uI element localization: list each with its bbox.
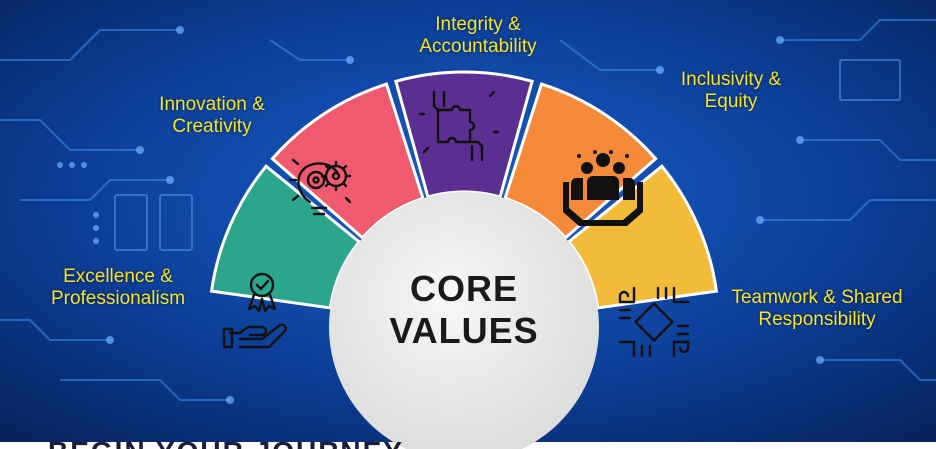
puzzle-hands-icon <box>418 90 500 162</box>
award-hand-icon <box>222 272 288 349</box>
title-line1: CORE <box>409 268 518 309</box>
core-values-title: CORE VALUES <box>360 268 568 352</box>
label-integrity: Integrity & Accountability <box>419 14 537 57</box>
label-innovation: Innovation & Creativity <box>159 94 265 137</box>
label-excellence: Excellence & Professionalism <box>50 266 186 309</box>
group-hands-icon <box>563 150 643 226</box>
label-teamwork: Teamwork & Shared Responsibility <box>731 287 903 330</box>
lightbulb-gears-icon <box>288 158 352 216</box>
linked-hands-icon <box>618 286 690 358</box>
label-inclusivity: Inclusivity & Equity <box>680 69 782 112</box>
footer-heading: BEGIN YOUR JOURNEY <box>48 436 404 449</box>
title-line2: VALUES <box>389 310 539 351</box>
center-disk <box>329 192 599 449</box>
